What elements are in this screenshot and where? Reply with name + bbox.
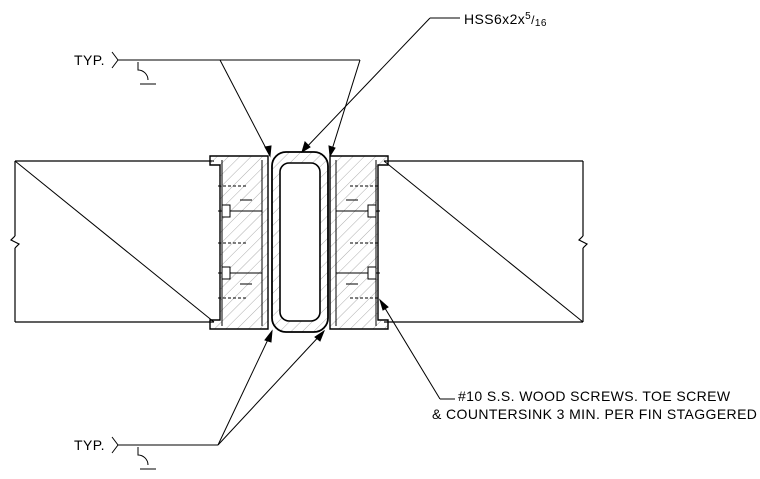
screws-note-line2: & COUNTERSINK 3 MIN. PER FIN STAGGERED [432, 406, 758, 422]
left-beam [9, 160, 215, 323]
typ-top-label: TYP. [74, 52, 105, 68]
right-fasteners [336, 185, 380, 299]
screws-leader [379, 298, 455, 400]
typ-bottom-weld-symbol [137, 447, 156, 470]
left-fasteners [218, 185, 262, 299]
right-fin-bracket [329, 155, 389, 330]
hss-label: HSS6x2x5/16 [464, 9, 547, 32]
hss-leader [301, 17, 460, 154]
hss-label-numerator: 5 [525, 11, 532, 22]
typ-bottom-leader [111, 329, 326, 454]
typ-top-leader [111, 51, 361, 158]
hss-label-slash: / [531, 13, 535, 27]
right-beam [383, 160, 589, 323]
hss-tube [271, 151, 329, 333]
typ-top-weld-symbol [137, 62, 156, 85]
screws-note-line1: #10 S.S. WOOD SCREWS. TOE SCREW [458, 388, 731, 404]
hss-label-base: HSS6x2x [464, 11, 526, 27]
hss-label-denominator: 16 [534, 18, 547, 29]
typ-bottom-label: TYP. [74, 437, 105, 453]
